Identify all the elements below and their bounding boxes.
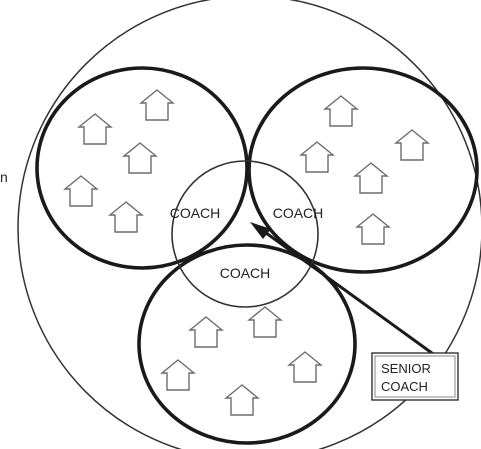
- group-circle-bottom: [137, 243, 357, 445]
- house-group-top-left: [63, 89, 175, 233]
- house-icon: [323, 95, 359, 127]
- senior-coach-box-inner-frame: [374, 355, 456, 398]
- left-edge-text-fragment: n: [0, 169, 8, 185]
- group-circle-top-right: [247, 66, 479, 274]
- house-group-bottom: [160, 306, 323, 416]
- senior-coach-label-line1: SENIOR: [381, 361, 431, 376]
- central-coach-circle: [171, 160, 319, 308]
- senior-coach-box-frame: [371, 352, 459, 401]
- house-icon: [394, 129, 430, 161]
- group-circle-top-left: [35, 66, 249, 270]
- senior-coach-box: SENIOR COACH: [371, 352, 459, 401]
- house-icon: [188, 316, 224, 348]
- coach-label-center: COACH: [220, 265, 271, 281]
- house-icon: [139, 89, 175, 121]
- coach-label-right: COACH: [273, 205, 324, 221]
- house-icon: [299, 141, 335, 173]
- outer-boundary-circle: [17, 0, 481, 449]
- house-group-top-right: [299, 95, 430, 245]
- coach-label-left: COACH: [170, 205, 221, 221]
- house-icon: [63, 175, 99, 207]
- house-icon: [77, 113, 113, 145]
- senior-coach-arrow-line: [261, 228, 437, 358]
- house-icon: [224, 384, 260, 416]
- house-icon: [122, 142, 158, 174]
- house-icon: [287, 351, 323, 383]
- house-icon: [108, 201, 144, 233]
- senior-coach-label-line2: COACH: [381, 379, 428, 394]
- house-icon: [355, 213, 391, 245]
- house-icon: [247, 306, 283, 338]
- house-icon: [160, 359, 196, 391]
- house-icon: [353, 162, 389, 194]
- arrowhead-icon: [250, 222, 271, 239]
